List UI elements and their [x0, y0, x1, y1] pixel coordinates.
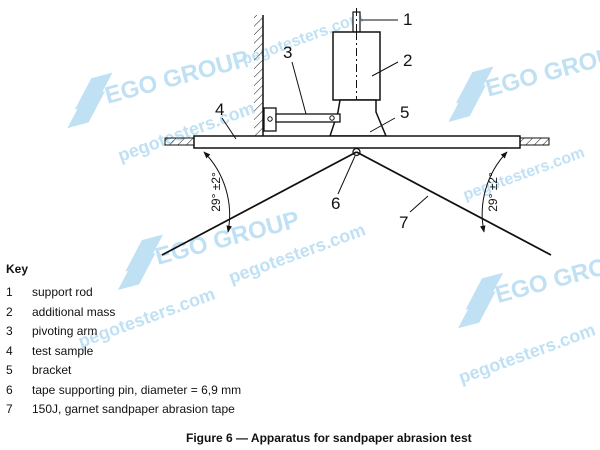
callout-2: 2: [403, 51, 412, 70]
key-item: 7 150J, garnet sandpaper abrasion tape: [6, 400, 241, 420]
angle-label-right: 29° ±2°: [486, 172, 500, 212]
callout-4: 4: [215, 100, 224, 119]
key-title: Key: [6, 262, 29, 276]
key-number: 5: [6, 363, 13, 377]
angle-arc-right: [480, 151, 508, 233]
key-number: 2: [6, 304, 13, 319]
key-item: 3 pivoting arm: [6, 322, 241, 342]
callout-numbers: 1 2 3 4 5 6 7: [215, 10, 412, 232]
watermark-logo: EGO GROUP: [458, 245, 600, 329]
key-item: 4 test sample: [6, 342, 241, 362]
key-number: 6: [6, 382, 13, 397]
key-item: 2 additional mass: [6, 303, 241, 323]
key-number: 3: [6, 324, 13, 338]
watermark-url: pegotesters.com: [461, 144, 587, 204]
key-item: 5 bracket: [6, 361, 241, 381]
watermark-brand: EGO GROUP: [483, 38, 600, 102]
leader-lines: [221, 19, 429, 213]
key-number: 7: [6, 402, 13, 416]
watermark-url: pegotesters.com: [115, 98, 257, 166]
key-number: 1: [6, 285, 13, 299]
watermark-logo: EGO GROUP: [448, 38, 600, 122]
key-number: 4: [6, 343, 13, 358]
figure-caption: Figure 6 — Apparatus for sandpaper abras…: [186, 431, 472, 445]
key-item: 1 support rod: [6, 283, 241, 303]
angle-arc-left: [203, 151, 232, 233]
wall: [254, 15, 264, 140]
callout-7: 7: [399, 213, 408, 232]
callout-5: 5: [400, 103, 409, 122]
callout-6: 6: [331, 194, 340, 213]
key-text: tape supporting pin, diameter = 6,9 mm: [32, 382, 242, 397]
key-item: 6 tape supporting pin, diameter = 6,9 mm: [6, 381, 241, 401]
watermark-brand: EGO GROUP: [492, 245, 600, 309]
key-text: additional mass: [32, 304, 116, 319]
key-text: bracket: [32, 363, 72, 377]
abrasion-tape: [161, 151, 552, 256]
key-text: pivoting arm: [32, 324, 98, 338]
watermark-url: pegotesters.com: [456, 320, 598, 388]
key-list: 1 support rod 2 additional mass 3 pivoting …: [6, 283, 241, 420]
pivoting-arm: [263, 107, 341, 132]
key-text: test sample: [32, 343, 94, 358]
key-text: support rod: [32, 285, 93, 299]
callout-1: 1: [403, 10, 412, 29]
watermark-logo: EGO GROUP: [117, 206, 302, 291]
key-text: 150J, garnet sandpaper abrasion tape: [32, 402, 235, 416]
angle-label-left: 29° ±2°: [209, 172, 223, 212]
test-sample: [164, 135, 550, 149]
watermark-brand: EGO GROUP: [102, 45, 252, 109]
callout-3: 3: [283, 43, 292, 62]
